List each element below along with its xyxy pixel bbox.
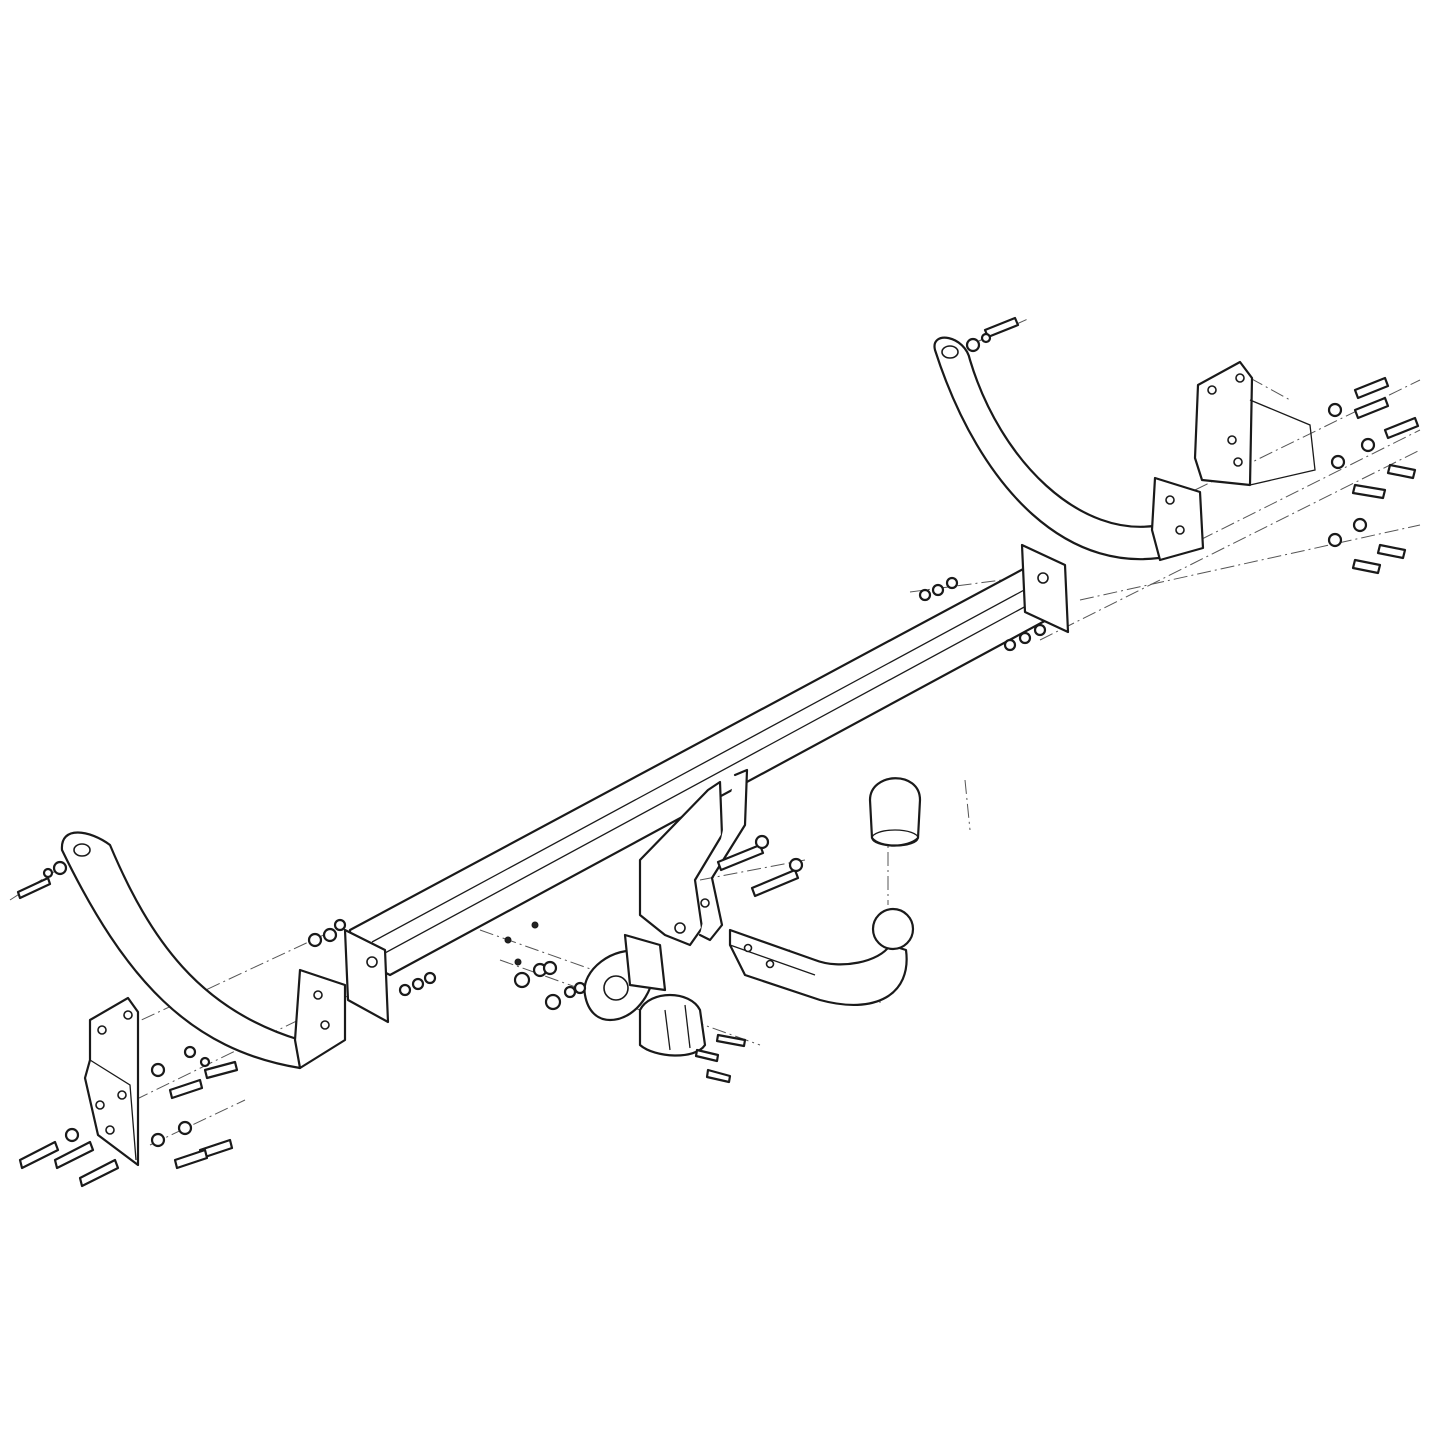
towball — [871, 907, 915, 951]
crossbar-right-end-plate — [1020, 543, 1070, 634]
center-bracket — [638, 768, 749, 947]
right-bracket — [933, 336, 1205, 562]
socket-plate — [583, 933, 667, 1022]
crossbar — [343, 543, 1070, 1024]
fasteners — [16, 316, 1420, 1188]
electrical-socket — [638, 993, 707, 1057]
right-mounting-plate — [1193, 360, 1316, 487]
left-bracket — [60, 831, 347, 1070]
left-mounting-plate — [83, 996, 140, 1167]
towball-neck — [728, 907, 915, 1007]
crossbar-left-end-plate — [343, 928, 390, 1024]
towball-cap — [868, 777, 922, 847]
